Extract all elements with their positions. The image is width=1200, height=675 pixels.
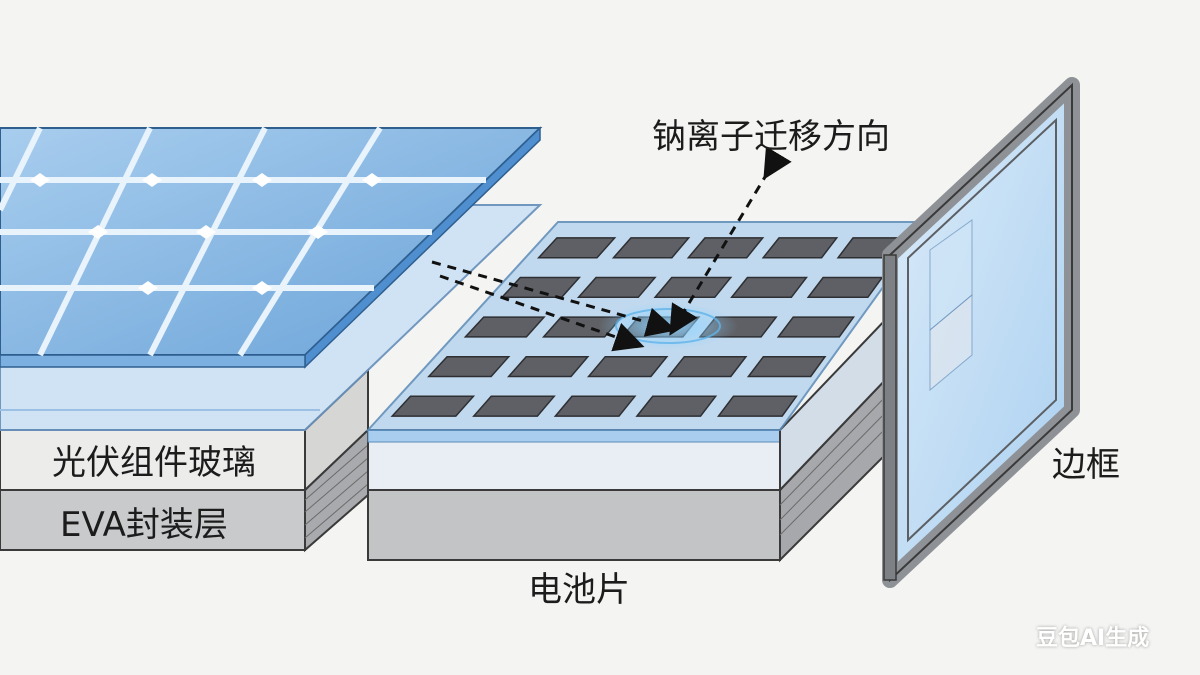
cell-tile [472,395,556,417]
label-eva-layer: EVA封装层 [60,505,228,545]
label-frame: 边框 [1052,445,1120,485]
cell-tile [507,355,590,378]
label-cell: 电池片 [528,570,630,610]
cell-tile [746,355,827,378]
eva-encapsulation-layer [0,427,369,553]
frame [882,77,1080,588]
cell-tile [390,395,476,417]
cell-tile [716,395,798,417]
cell-tile [463,316,546,338]
migration-arrow-upper [431,260,677,337]
label-sodium-ion-migration: 钠离子迁移方向 [652,117,890,157]
cell-tile [536,237,617,259]
migration-arrow-lower [439,274,645,352]
label-pv-glass: 光伏组件玻璃 [52,443,256,483]
migration-arrow-vertical [669,146,792,336]
sodium-ion-migration-arrows [431,146,792,352]
cell-tile [586,355,669,378]
cell-tile [635,395,718,417]
solar-panel [0,126,543,369]
cell-tile [576,276,657,299]
cell-tile [553,395,637,417]
cell-tile [806,276,884,299]
cell-tile [666,355,748,378]
watermark: 豆包AI生成 [1036,626,1150,651]
cell-tile [427,355,511,378]
